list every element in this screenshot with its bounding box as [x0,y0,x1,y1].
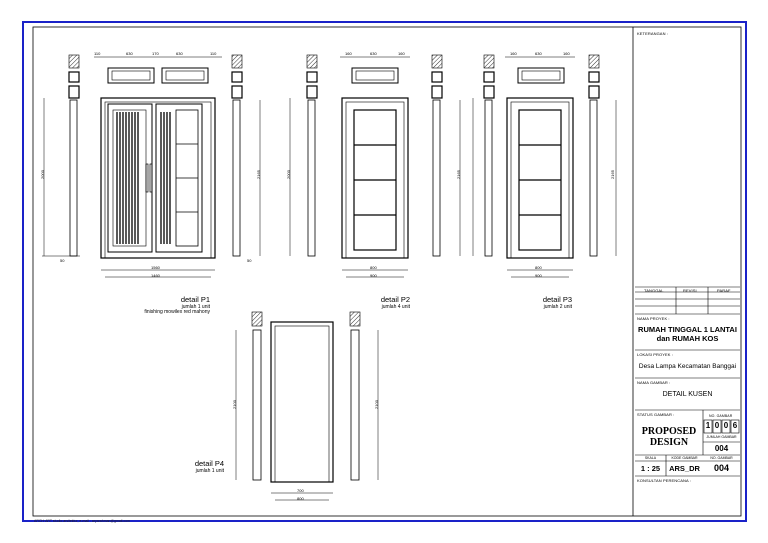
kode-value: ARS_DR [669,464,700,473]
status-line1: PROPOSED [641,426,697,437]
nama-gambar-label: NAMA GAMBAR : [637,380,671,385]
dim-text: 2000 [39,170,45,179]
detail-title: detail P1 [180,295,210,304]
dim-text: 2165 [609,170,615,179]
lokasi-label: LOKASI PROYEK : [637,352,673,357]
no-label: NO. GAMBAR [710,456,733,460]
no-value: 004 [713,463,730,473]
dim-text: 1560 [151,265,160,270]
dim-text: 2000 [285,170,291,179]
detail-p2-drawing [289,54,461,278]
dim-text: 800 [535,265,542,270]
detail-note: finishing mowilex red mahony [144,309,210,316]
rev-header-paraf: PARAF [717,288,731,293]
inner-frame [32,26,742,517]
dim-text: 900 [535,273,542,278]
dim-text: 110 [94,51,101,56]
keterangan-label: KETERANGAN : [637,31,668,36]
dim-text: 160 [398,51,405,56]
jumlah-value: 004 [714,444,729,453]
footer-credit: ARCH·ART studio arsitektur, e-mail : ary… [34,519,131,523]
rev-header-revisi: REVISI [683,288,697,293]
caption-p4: detail P4 jumlah 1 unit [144,459,224,474]
dim-text: 2165 [455,170,461,179]
dim-text: 110 [210,51,217,56]
detail-p1-drawing [42,54,261,278]
status-line2: DESIGN [649,437,689,448]
dim-text: 50 [60,258,65,263]
dim-text: 160 [345,51,352,56]
dim-text: 2165 [255,170,261,179]
detail-qty: jumlah 1 unit [181,303,210,310]
dim-text: 630 [126,51,133,56]
title-block-lines [635,286,740,477]
no-gambar-label: NO. GAMBAR [709,414,733,418]
detail-title: detail P2 [380,295,410,304]
kode-label: KODE GAMBAR [671,456,698,460]
lokasi-value: Desa Lampa Kecamatan Banggai [638,363,737,370]
nama-gambar-value: DETAIL KUSEN [662,391,713,398]
status-label: STATUS GAMBAR : [637,412,675,417]
detail-qty: jumlah 4 unit [381,303,410,310]
dim-text: 630 [176,51,183,56]
dim-text: 630 [535,51,542,56]
project-name-line2: dan RUMAH KOS [656,334,719,343]
dim-text: 160 [510,51,517,56]
dim-text: 1460 [151,273,160,278]
dim-text: 800 [297,496,304,501]
dim-text: 2100 [373,400,379,409]
dim-text: 700 [297,488,304,493]
outer-frame [22,21,747,522]
konsultan-label: KONSULTAN PERENCANA : [637,478,691,483]
dim-text: 50 [247,258,252,263]
detail-p4-drawing [235,311,379,501]
detail-title: detail P3 [542,295,572,304]
dim-text: 630 [370,51,377,56]
nama-proyek-label: NAMA PROYEK : [637,316,670,321]
dim-text: 2100 [231,400,237,409]
skala-label: SKALA [644,456,657,460]
caption-p3: detail P3 jumlah 2 unit [492,295,572,310]
dim-text: 160 [563,51,570,56]
caption-p1: detail P1 jumlah 1 unit finishing mowile… [100,295,210,316]
rev-header-tanggal: TANGGAL [644,288,664,293]
dim-text: 800 [370,265,377,270]
detail-p3-drawing [472,54,617,278]
digit-box: 1 [705,421,711,430]
digit-box: 6 [732,421,738,430]
jumlah-label: JUMLAH GAMBAR [706,435,737,439]
skala-value: 1 : 25 [640,464,661,473]
detail-qty: jumlah 1 unit [195,467,224,474]
title-block: KETERANGAN : TANGGAL REVISI PARAF NAMA P… [635,28,740,515]
dim-text: 170 [152,51,159,56]
dim-text: 900 [370,273,377,278]
digit-box: 0 [714,421,720,430]
detail-title: detail P4 [194,459,224,468]
digit-box: 0 [723,421,729,430]
caption-p2: detail P2 jumlah 4 unit [330,295,410,310]
project-name-line1: RUMAH TINGGAL 1 LANTAI [638,325,737,334]
detail-qty: jumlah 2 unit [543,303,572,310]
